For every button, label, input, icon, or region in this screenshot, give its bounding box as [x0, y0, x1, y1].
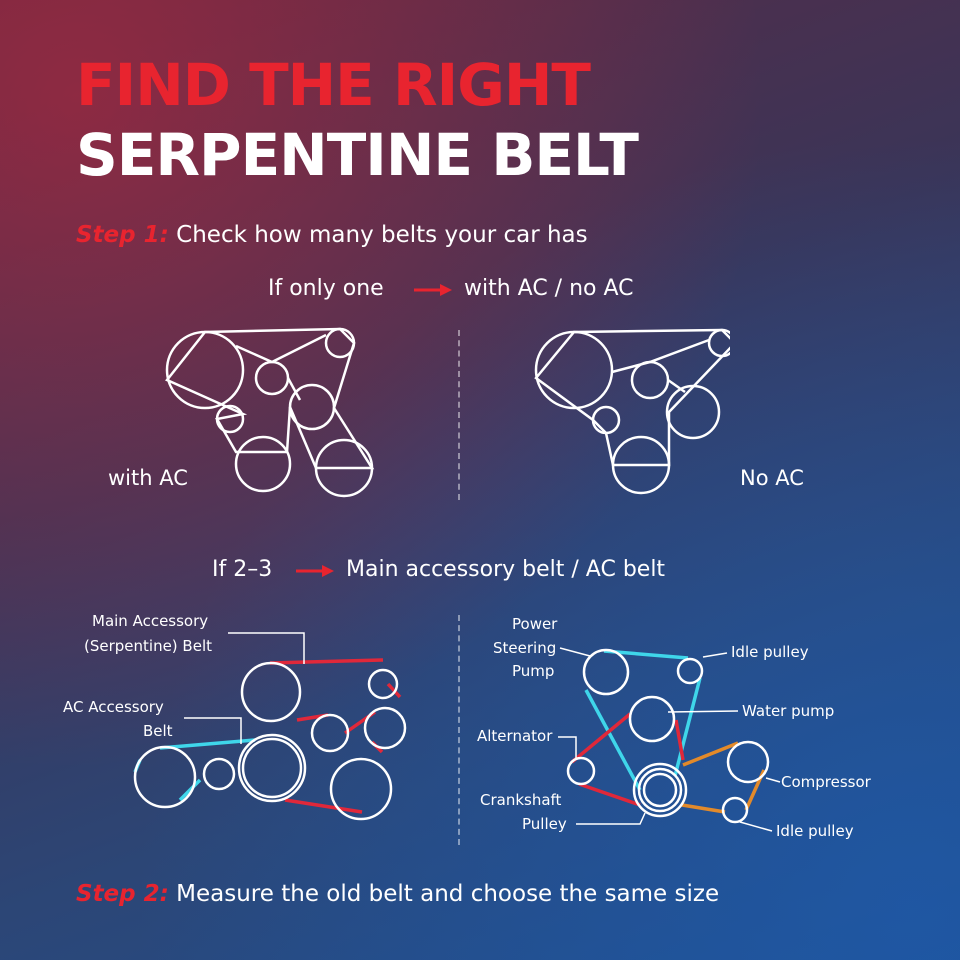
- power-steering-label-1: Power: [512, 615, 558, 633]
- main-belt-label-2: (Serpentine) Belt: [84, 637, 212, 655]
- step-2: Step 2: Measure the old belt and choose …: [76, 881, 719, 907]
- alternator-label: Alternator: [477, 727, 553, 745]
- ac-belt-label-1: AC Accessory: [63, 698, 164, 716]
- main-belt-label-1: Main Accessory: [92, 612, 209, 630]
- with-ac-belt-diagram: [165, 327, 375, 498]
- multi-belt-diagram-left: [133, 632, 407, 821]
- no-ac-belt-diagram: [534, 328, 730, 495]
- water-pump-label: Water pump: [742, 702, 835, 720]
- title-line-2: SERPENTINE BELT: [76, 121, 639, 189]
- with-ac-label: with AC: [108, 466, 188, 490]
- crankshaft-label-1: Crankshaft: [480, 791, 562, 809]
- multi-belt-condition: If 2–3: [212, 557, 273, 582]
- single-belt-options: with AC / no AC: [464, 276, 634, 301]
- idle-pulley-bottom-label: Idle pulley: [776, 822, 854, 840]
- ac-belt-label-2: Belt: [143, 722, 173, 740]
- compressor-label: Compressor: [781, 773, 871, 791]
- crankshaft-label-2: Pulley: [522, 815, 567, 833]
- step-2-label: Step 2:: [76, 881, 169, 907]
- multi-belt-diagram-right: [558, 647, 781, 832]
- power-steering-label-2: Steering: [493, 639, 557, 657]
- power-steering-label-3: Pump: [512, 662, 555, 680]
- step-1-text: Check how many belts your car has: [176, 222, 588, 248]
- single-belt-condition: If only one: [268, 276, 384, 301]
- title-line-1: FIND THE RIGHT: [76, 51, 591, 119]
- step-2-text: Measure the old belt and choose the same…: [176, 881, 720, 907]
- divider-top: [458, 330, 460, 500]
- idle-pulley-top-label: Idle pulley: [731, 643, 809, 661]
- step-1: Step 1: Check how many belts your car ha…: [76, 222, 588, 248]
- step-1-label: Step 1:: [76, 222, 169, 248]
- arrow-right-icon: [414, 284, 452, 296]
- no-ac-label: No AC: [740, 466, 804, 490]
- arrow-right-icon: [296, 565, 334, 577]
- divider-bottom: [458, 615, 460, 845]
- multi-belt-options: Main accessory belt / AC belt: [346, 557, 666, 582]
